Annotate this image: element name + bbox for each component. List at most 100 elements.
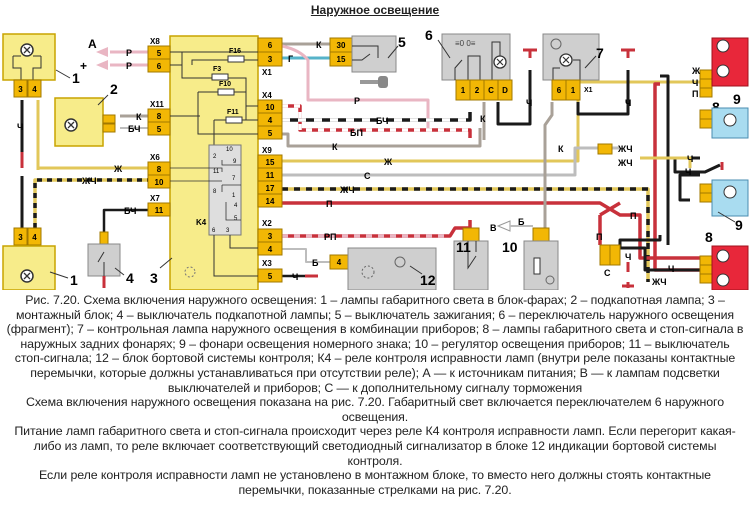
wire-label: БЧ [124,206,136,216]
svg-text:3: 3 [226,228,230,234]
pin-label: 11 [155,206,164,215]
pin-label: 15 [266,158,275,167]
pin-label: 3 [18,85,23,94]
svg-text:П: П [326,199,332,209]
connector-label: X8 [150,37,160,46]
wire-ch-8 [660,74,670,245]
wire-zhch-long-dash [282,187,650,282]
connector-x3: X3 5 [257,259,283,283]
component-label: 8 [705,229,713,245]
fuse-label: F11 [227,109,239,116]
fuse-f3: F3 [211,66,229,81]
relay-k4: K4 2 10 9 11 7 8 1 4 5 6 3 [170,144,242,236]
wires [20,42,721,282]
svg-text:7: 7 [232,176,236,182]
wire-label: ЖЧ [617,158,633,168]
component-label: 1 [72,70,80,86]
svg-text:2: 2 [213,154,217,160]
component-5-ignition-switch: 30 15 К Г 5 [288,34,406,88]
wire-bch-x7 [102,208,148,232]
component-label: 6 [425,27,433,43]
connector-x1: 6 3 X1 [257,37,283,77]
svg-text:5: 5 [234,216,238,222]
component-label: 9 [733,91,741,107]
pin-label: 4 [268,116,273,125]
wire-red-10-dash [282,104,470,132]
component-1-bottom: 3 4 1 [2,227,78,290]
component-label: 12 [420,272,436,288]
pin-label: 1 [461,86,466,95]
wire-label: П [692,89,698,99]
svg-text:11: 11 [213,169,220,175]
wire-label: Б [518,217,525,227]
svg-text:ЖЧ: ЖЧ [339,185,355,195]
connector-x4: X4 10 4 5 [257,91,283,140]
wire-label: Г [288,54,293,64]
wire-ch-9b [678,173,700,202]
svg-text:≡0 0≡: ≡0 0≡ [455,39,476,48]
pin-label: 3 [268,232,273,241]
component-label: 5 [398,34,406,50]
svg-text:8: 8 [213,189,217,195]
lamp-icon [716,64,730,78]
wire-bch-long [282,112,472,122]
component-label: 10 [502,239,518,255]
component-label: 9 [735,217,743,233]
wire-label: К [316,40,322,50]
wire-r-long [281,44,430,128]
component-label: 1 [70,272,78,288]
wire-label: ЖЧ [617,144,633,154]
fuse-f11: F11 [225,109,243,124]
lamp-icon [716,249,730,263]
wire-label: Ж [691,66,701,76]
pin-label: 11 [266,171,275,180]
pin-label: 5 [157,49,162,58]
wire-label: Ч [526,98,532,108]
wire-label: В [490,223,497,233]
lamp-icon [716,273,730,287]
pin-label: 10 [155,178,164,187]
relay-label: K4 [196,218,207,227]
key-icon [360,76,388,88]
fuse-f10: F10 [217,81,235,96]
wire-ch-6 [496,70,532,126]
component-10-dimmer: 10 В Б [490,217,559,290]
paragraph: Питание ламп габаритного света и стоп-си… [14,424,736,468]
svg-text:С: С [364,171,371,181]
pin-label: 3 [18,233,23,242]
lamp-symbol-icon [184,266,196,278]
component-8-bottom-rear-lamp: 8 Ч ЖЧ [651,229,749,290]
svg-text:Б: Б [312,258,319,268]
wire-rp [282,220,472,238]
pin-label: 14 [266,197,275,206]
wire-label: Ч [17,122,23,132]
led-icon [394,256,406,268]
pin-label: 6 [157,62,162,71]
wire-label: Ч [625,98,631,108]
component-label: 2 [110,81,118,97]
caption: Рис. 7.20. Схема включения наружного осв… [6,293,744,497]
sun-icon [550,38,562,50]
wire-label: Р [126,48,132,58]
pin-label: 4 [337,258,342,267]
pin-label: 5 [157,125,162,134]
pin-label: 5 [268,129,273,138]
svg-text:6: 6 [212,228,216,234]
wire-p-8 [653,82,700,272]
component-label: 11 [456,239,471,255]
pin-label: 3 [268,55,273,64]
connector-label: X7 [150,194,160,203]
svg-text:1: 1 [232,193,236,199]
pin-label: 8 [157,112,162,121]
pin-label: C [488,86,494,95]
pin-label: 10 [266,103,275,112]
wire-label: Ж [113,164,123,174]
wire-label: П [630,211,636,221]
pin-label: 15 [337,55,346,64]
wire-label: Ч [692,78,698,88]
long-wire-labels: Р БЧ БП К Ж С ЖЧ П РП Б Ч [292,96,393,282]
label-a: A [88,37,97,51]
wire-label: К [558,144,564,154]
svg-text:10: 10 [226,147,233,153]
connector-label: X1 [262,68,272,77]
